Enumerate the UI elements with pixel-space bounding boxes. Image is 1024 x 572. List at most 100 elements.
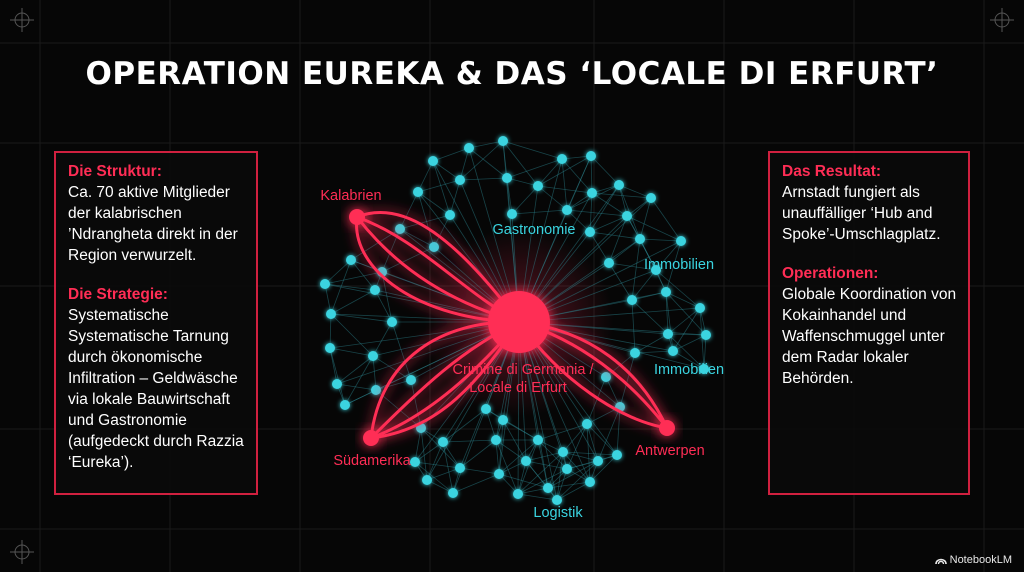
hub-label-antwerpen: Antwerpen <box>635 443 704 459</box>
network-node <box>668 346 678 356</box>
network-node <box>663 329 673 339</box>
network-node <box>445 210 455 220</box>
network-edge <box>608 262 657 271</box>
network-node <box>438 437 448 447</box>
network-node <box>498 136 508 146</box>
network-edge <box>556 460 599 501</box>
network-edge <box>330 289 376 315</box>
network-edge <box>672 307 701 352</box>
network-edge <box>589 231 641 240</box>
network-edge <box>631 238 641 301</box>
network-edge <box>525 460 568 470</box>
network-edge <box>537 185 568 211</box>
network-edge <box>650 197 682 242</box>
network-edge <box>562 451 591 483</box>
network-edge <box>556 468 568 501</box>
antwerpen-node <box>659 420 675 436</box>
hub-label-suedamerika: Südamerika <box>333 453 411 469</box>
crosshair-icon <box>10 540 34 564</box>
operationen-heading: Operationen: <box>782 265 879 282</box>
network-node <box>635 234 645 244</box>
network-edge <box>372 355 377 391</box>
network-edge <box>511 209 568 215</box>
network-edge <box>556 451 564 501</box>
network-edge <box>591 192 628 217</box>
sector-label-immobilien-2: Immobilien <box>654 362 724 378</box>
operationen-text: Globale Koordination von Kokainhandel un… <box>782 286 957 387</box>
network-edge <box>329 347 346 406</box>
kalabrien-node <box>349 209 365 225</box>
network-edge <box>566 155 592 211</box>
network-edge <box>590 155 593 194</box>
network-edge <box>449 179 461 216</box>
network-node <box>558 447 568 457</box>
network-node <box>395 224 405 234</box>
network-edge <box>639 197 652 240</box>
network-edge <box>561 158 568 211</box>
resultat-operationen-panel: Das Resultat: Arnstadt fungiert als unau… <box>768 151 970 495</box>
network-edge <box>468 147 508 179</box>
network-edge <box>634 333 669 354</box>
network-node <box>695 303 705 313</box>
sector-label-gastronomie: Gastronomie <box>492 222 575 238</box>
network-node <box>513 489 523 499</box>
network-node <box>587 188 597 198</box>
network-edge <box>420 427 428 481</box>
network-edge <box>537 423 588 441</box>
network-edge <box>414 461 461 469</box>
crosshair-icon <box>990 8 1014 32</box>
notebooklm-logo-icon <box>934 558 947 565</box>
network-edge <box>426 441 444 481</box>
network-node <box>406 375 416 385</box>
network-edge <box>498 419 504 475</box>
network-edge <box>433 214 451 248</box>
network-node <box>562 205 572 215</box>
network-edge <box>442 441 461 469</box>
network-node <box>552 495 562 505</box>
network-edge <box>414 441 444 463</box>
network-node <box>320 279 330 289</box>
network-edge <box>586 376 607 425</box>
network-edge <box>417 160 434 193</box>
network-node <box>410 457 420 467</box>
hub-label-kalabrien: Kalabrien <box>320 188 381 204</box>
network-edge <box>547 460 599 489</box>
network-edge <box>330 259 352 315</box>
network-edge <box>566 454 618 470</box>
network-edge <box>375 379 412 391</box>
network-node <box>371 385 381 395</box>
network-node <box>586 151 596 161</box>
network-edge <box>586 423 591 483</box>
network-edge <box>414 427 422 463</box>
network-node <box>582 419 592 429</box>
network-edge <box>590 155 620 186</box>
struktur-text: Ca. 70 aktive Mitglieder der kalabrische… <box>68 184 238 264</box>
network-edge <box>330 313 374 357</box>
network-edge <box>639 238 667 293</box>
network-edge <box>324 259 352 285</box>
network-edge <box>672 350 705 370</box>
network-edge <box>517 468 568 495</box>
sector-label-immobilien-1: Immobilien <box>644 257 714 273</box>
network-node <box>701 330 711 340</box>
network-node <box>557 154 567 164</box>
network-edge <box>459 177 508 181</box>
network-edge <box>566 209 628 217</box>
network-edge <box>537 155 592 187</box>
network-node <box>422 475 432 485</box>
network-edge <box>631 299 669 335</box>
network-edge <box>330 313 393 323</box>
network-edge <box>537 185 593 194</box>
network-edge <box>502 419 527 462</box>
center-hub-node <box>488 291 550 353</box>
network-edge <box>589 454 618 483</box>
network-edge <box>608 215 628 264</box>
network-edge <box>634 350 674 354</box>
network-node <box>464 143 474 153</box>
network-edge <box>399 191 419 230</box>
resultat-heading: Das Resultat: <box>782 163 882 180</box>
network-edge <box>442 439 497 443</box>
network-edge <box>417 191 451 216</box>
network-edge <box>631 291 667 301</box>
